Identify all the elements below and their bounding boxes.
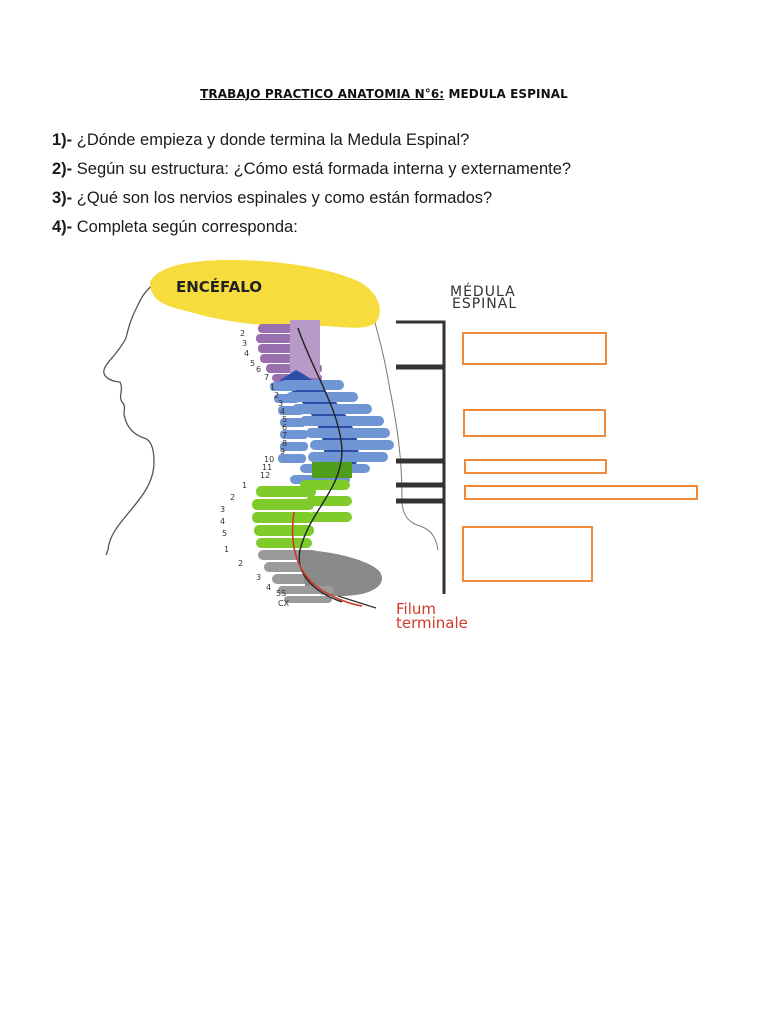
brain-shape: [150, 260, 380, 328]
thoracic-number: 2: [274, 391, 279, 400]
spinal-cord-diagram: ENCÉFALO: [80, 250, 730, 640]
cervical-number: 7: [264, 373, 269, 382]
thoracic-number: 9: [280, 447, 285, 456]
question-number: 3)-: [52, 189, 73, 207]
cervical-number: 3: [242, 339, 247, 348]
question-text: ¿Qué son los nervios espinales y como es…: [72, 189, 493, 207]
sacral-number: 3: [256, 573, 261, 582]
body-outline: [103, 261, 233, 556]
bracket-lumbar: [396, 460, 446, 486]
spinal-cord-line: [297, 327, 343, 603]
spine-illustration: ENCÉFALO: [103, 260, 517, 632]
thoracic-number: 10: [264, 455, 274, 464]
question-list: 1)- ¿Dónde empieza y donde termina la Me…: [52, 126, 732, 242]
question-1: 1)- ¿Dónde empieza y donde termina la Me…: [52, 126, 732, 155]
page-title: TRABAJO PRACTICO ANATOMIA N°6: MEDULA ES…: [0, 87, 768, 101]
filum-pointer: [337, 595, 377, 609]
thoracic-number: 3: [278, 399, 283, 408]
back-outline: [369, 304, 439, 551]
question-number: 2)-: [52, 160, 73, 178]
title-rest: MEDULA ESPINAL: [444, 87, 568, 101]
answer-box-sacral[interactable]: [464, 485, 698, 500]
brain: ENCÉFALO: [150, 260, 380, 328]
question-text: Completa según corresponda:: [72, 218, 298, 236]
lumbar-number: 5: [222, 529, 227, 538]
cervical-number: 4: [244, 349, 249, 358]
bracket-thoracic: [396, 366, 446, 462]
sacral-number: 5S: [276, 589, 286, 598]
question-3: 3)- ¿Qué son los nervios espinales y com…: [52, 184, 732, 213]
question-number: 1)-: [52, 131, 73, 149]
title-underlined: TRABAJO PRACTICO ANATOMIA N°6:: [200, 87, 445, 101]
thoracic-number: 6: [282, 423, 287, 432]
brain-label: ENCÉFALO: [176, 277, 262, 296]
bracket-sacral: [396, 484, 446, 502]
question-number: 4)-: [52, 218, 73, 236]
sacral-number: 2: [238, 559, 243, 568]
answer-box-thoracic[interactable]: [463, 409, 606, 437]
thoracic-number: 11: [262, 463, 272, 472]
lumbar-number: 3: [220, 505, 225, 514]
lumbar-number: 4: [220, 517, 225, 526]
answer-box-coccygeal[interactable]: [462, 526, 593, 582]
question-2: 2)- Según su estructura: ¿Cómo está form…: [52, 155, 732, 184]
question-text: Según su estructura: ¿Cómo está formada …: [72, 160, 572, 178]
filum-label-line2: terminale: [396, 614, 468, 632]
coccyx-label: CX: [278, 599, 290, 608]
vertebra-numbers: 2 3 4 5 6 7 1 2 3 4 5 6 7 8 9 10 11 12 1…: [220, 329, 290, 608]
thoracic-number: 4: [280, 407, 285, 416]
answer-box-lumbar[interactable]: [464, 459, 607, 474]
region-brackets: [396, 320, 446, 594]
bracket-coccygeal: [396, 500, 446, 594]
sacral-number: 4: [266, 583, 271, 592]
thoracic-number: 7: [282, 431, 287, 440]
thoracic-number: 5: [282, 415, 287, 424]
thoracic-number: 12: [260, 471, 270, 480]
sacral-vertebrae: [258, 550, 382, 603]
bracket-cervical: [396, 320, 446, 368]
cervical-number: 6: [256, 365, 261, 374]
filum-label-line1: Filum: [396, 600, 436, 618]
question-text: ¿Dónde empieza y donde termina la Medula…: [72, 131, 470, 149]
cervical-number: 2: [240, 329, 245, 338]
cord-label-line2: ESPINAL: [452, 296, 517, 312]
lumbar-number: 1: [242, 481, 247, 490]
thoracic-number: 1: [270, 383, 275, 392]
thoracic-number: 8: [282, 439, 287, 448]
question-4: 4)- Completa según corresponda:: [52, 213, 732, 242]
sacral-number: 1: [224, 545, 229, 554]
lumbar-number: 2: [230, 493, 235, 502]
cervical-number: 5: [250, 359, 255, 368]
answer-box-cervical[interactable]: [462, 332, 607, 365]
filum-terminale-line: [291, 511, 363, 607]
cord-label-line1: MÉDULA: [450, 283, 516, 300]
lumbar-vertebrae: [252, 462, 352, 548]
